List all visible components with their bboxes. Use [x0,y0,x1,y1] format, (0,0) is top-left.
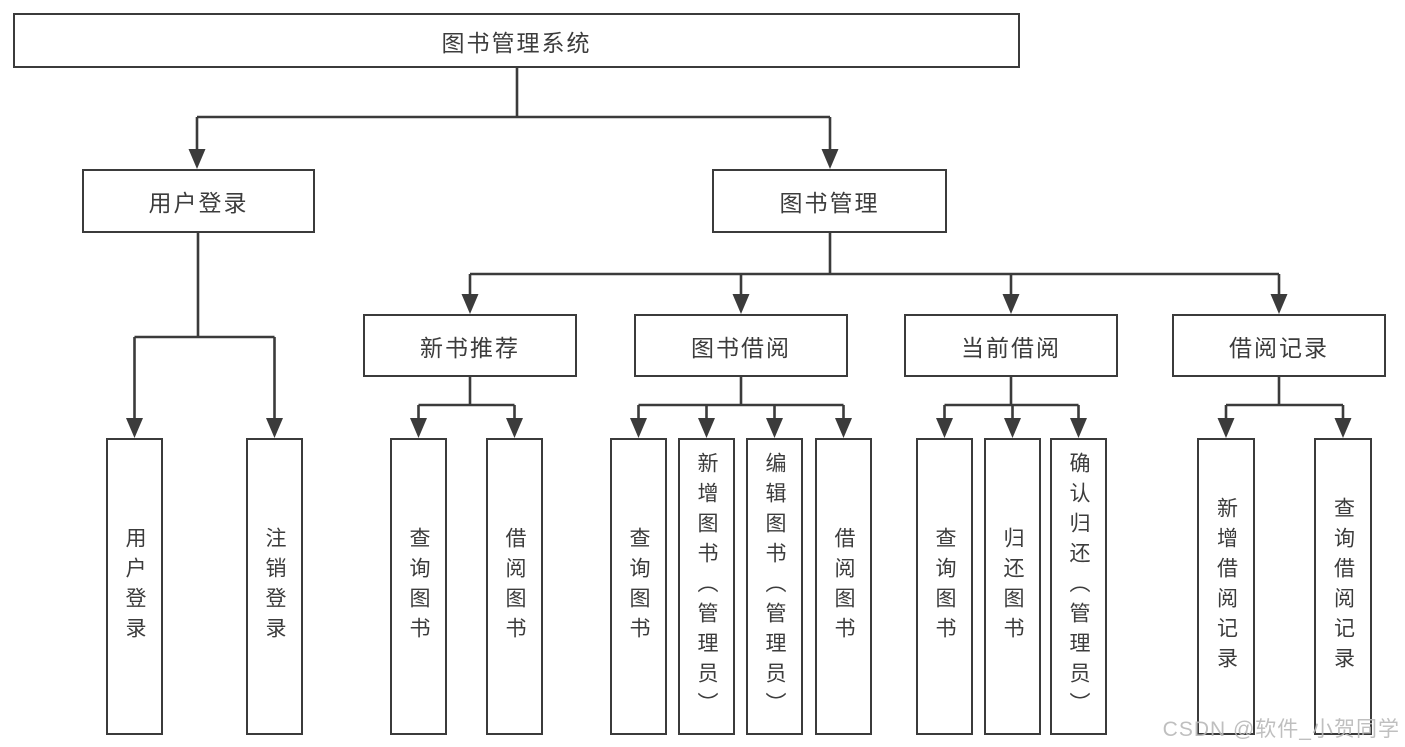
edges-book-borrowing-to-leaves [630,377,852,438]
node-label: 归还图书 [1001,526,1025,647]
edges-new-book-recommendation-to-leaves [410,377,523,438]
node-label: 当前借阅 [961,334,1061,361]
node-current-borrowing: 当前借阅 [904,314,1118,377]
node-leaf-borrow-books: 借阅图书 [815,438,872,735]
node-label: 新增图书（管理员） [695,451,719,722]
node-label: 新书推荐 [420,334,520,361]
node-label: 图书借阅 [691,334,791,361]
node-label: 注销登录 [263,526,287,647]
node-new-book-recommendation: 新书推荐 [363,314,577,377]
node-leaf-return-books: 归还图书 [984,438,1041,735]
node-label: 编辑图书（管理员） [763,451,787,722]
node-label: 借阅图书 [503,526,527,647]
node-leaf-add-books-admin: 新增图书（管理员） [678,438,735,735]
node-library-management-system: 图书管理系统 [13,13,1020,68]
node-label: 新增借阅记录 [1214,496,1238,677]
node-leaf-query-books-borrowing: 查询图书 [610,438,667,735]
node-label: 用户登录 [148,190,249,216]
node-leaf-add-borrow-record: 新增借阅记录 [1197,438,1255,735]
node-label: 查询图书 [933,526,957,647]
node-label: 借阅图书 [832,526,856,647]
node-label: 查询图书 [407,526,431,647]
node-label: 查询借阅记录 [1331,496,1355,677]
node-leaf-edit-books-admin: 编辑图书（管理员） [746,438,803,735]
node-leaf-logout: 注销登录 [246,438,303,735]
edges-book-management-to-level3 [461,233,1288,314]
node-user-login: 用户登录 [82,169,315,233]
csdn-watermark: CSDN @软件_小贺同学 [1162,718,1400,741]
node-borrowing-records: 借阅记录 [1172,314,1386,377]
node-label: 确认归还（管理员） [1067,451,1091,722]
node-leaf-query-books-current: 查询图书 [916,438,973,735]
node-leaf-query-borrow-record: 查询借阅记录 [1314,438,1372,735]
node-label: 查询图书 [627,526,651,647]
edges-current-borrowing-to-leaves [936,377,1087,438]
node-leaf-user-login: 用户登录 [106,438,163,735]
node-book-management: 图书管理 [712,169,947,233]
node-leaf-confirm-return-admin: 确认归还（管理员） [1050,438,1107,735]
edges-root-to-level2 [188,68,839,169]
node-label: 图书管理系统 [441,29,592,56]
node-book-borrowing: 图书借阅 [634,314,848,377]
node-leaf-query-books-recommend: 查询图书 [390,438,447,735]
node-label: 图书管理 [779,190,880,216]
node-label: 借阅记录 [1229,334,1329,361]
node-label: 用户登录 [123,526,147,647]
edges-user-login-to-leaves [126,233,283,438]
node-leaf-borrow-books-recommend: 借阅图书 [486,438,543,735]
edges-borrowing-records-to-leaves [1217,377,1352,438]
